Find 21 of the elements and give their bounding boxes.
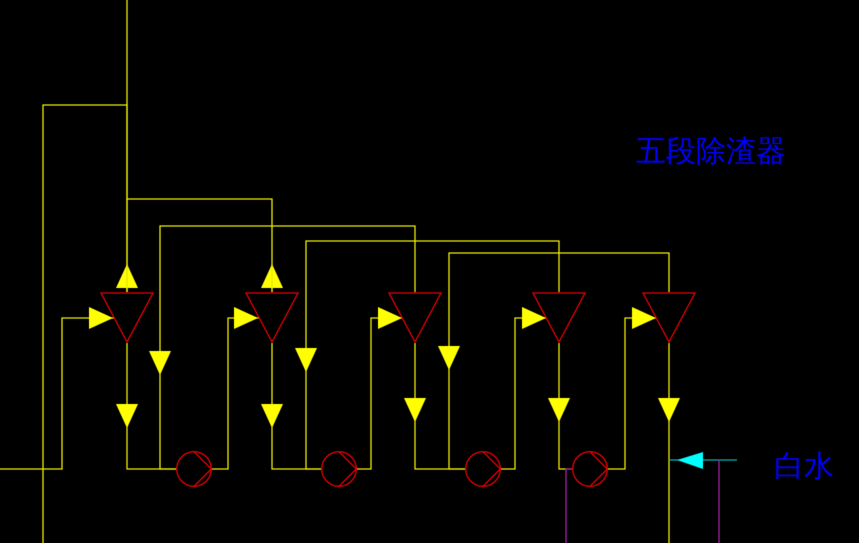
stream-label: 白水	[774, 449, 834, 485]
flow-arrow	[548, 343, 572, 470]
flow-arrow	[0, 307, 114, 470]
flow-arrow	[658, 343, 680, 422]
pump-symbol	[465, 451, 501, 487]
flow-arrow	[438, 252, 670, 470]
flow-arrow	[357, 307, 402, 470]
flow-arrow	[295, 240, 560, 470]
pump-symbol	[176, 451, 212, 487]
cleaner-cone	[532, 292, 586, 343]
diagram-title: 五段除渣器	[636, 134, 786, 170]
flow-arrow	[149, 225, 416, 470]
pump-symbol	[321, 451, 357, 487]
cleaner-cone	[100, 292, 154, 343]
flow-arrow	[212, 307, 259, 470]
cleaner-cone	[388, 292, 442, 343]
pump-symbol	[572, 451, 608, 487]
flow-arrow	[501, 307, 546, 470]
cleaner-cone	[245, 292, 299, 343]
cleaner-cone	[642, 292, 696, 343]
flow-arrow	[608, 307, 656, 470]
